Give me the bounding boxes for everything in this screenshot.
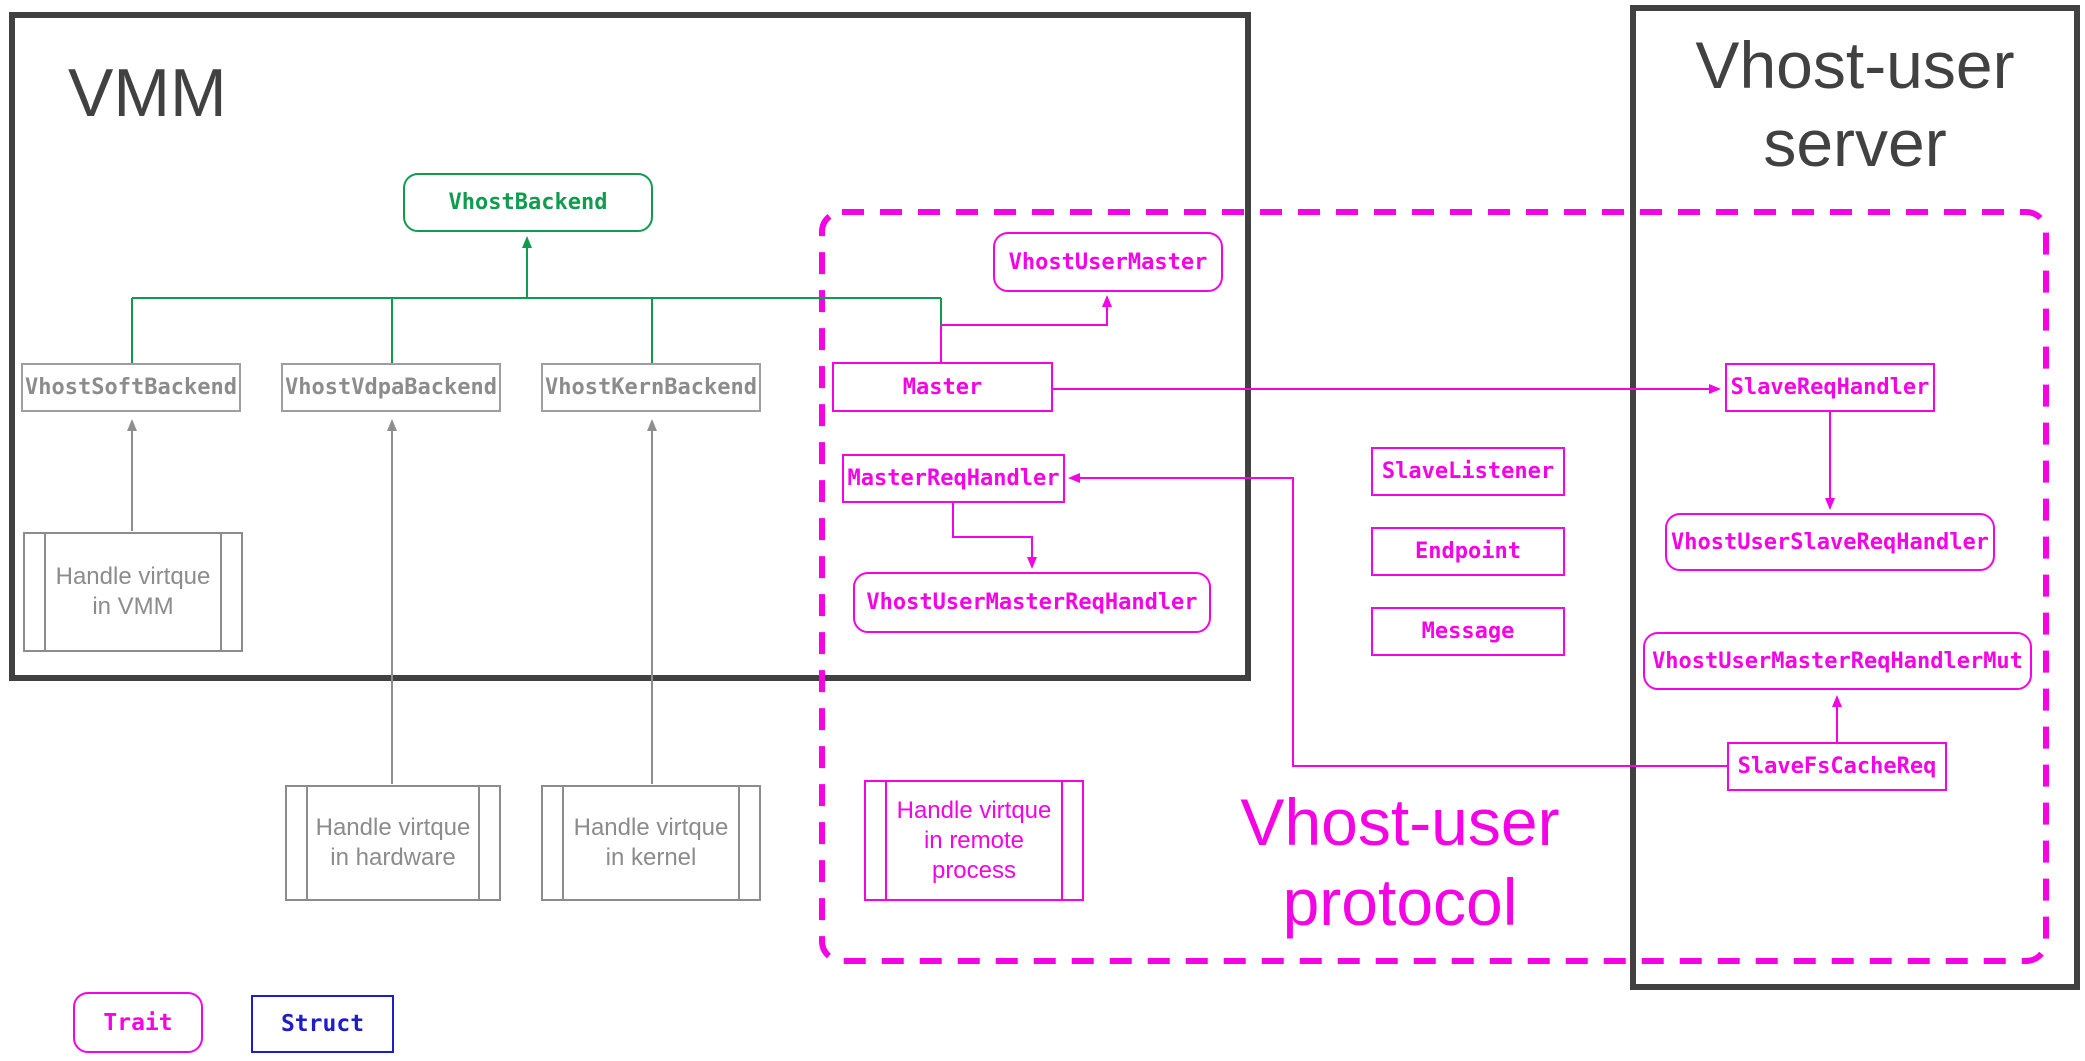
vhost-user-protocol-boundary	[819, 209, 2049, 964]
node-slavelistener: SlaveListener	[1371, 447, 1565, 496]
node-vhostusermaster: VhostUserMaster	[993, 232, 1223, 292]
node-handle-virtque-in-vmm: Handle virtque in VMM	[23, 532, 243, 652]
node-endpoint: Endpoint	[1371, 527, 1565, 576]
node-vhostusermasterreqhandlermut: VhostUserMasterReqHandlerMut	[1643, 632, 2032, 690]
node-vhostsoftbackend: VhostSoftBackend	[21, 363, 241, 412]
vmm-title: VMM	[68, 55, 227, 131]
node-vhostusermasterreqhandler: VhostUserMasterReqHandler	[853, 572, 1211, 633]
edge-slavefscachereq-to-masterreqhandler	[1068, 473, 1727, 767]
node-vhostbackend: VhostBackend	[403, 173, 653, 232]
node-message: Message	[1371, 607, 1565, 656]
vhost-user-server-title: Vhost-user server	[1695, 28, 2015, 180]
node-vhostkernbackend: VhostKernBackend	[541, 363, 761, 412]
node-slavefscachereq: SlaveFsCacheReq	[1727, 742, 1947, 791]
legend-trait: Trait	[73, 992, 203, 1053]
node-vhostvdpabackend: VhostVdpaBackend	[281, 363, 501, 412]
legend-struct: Struct	[251, 995, 394, 1053]
node-handle-virtque-in-hardware: Handle virtque in hardware	[285, 785, 501, 901]
node-slavereqhandler: SlaveReqHandler	[1725, 363, 1935, 412]
node-handle-virtque-in-remote-process: Handle virtque in remote process	[864, 780, 1084, 901]
edge-master-to-vhostusermaster	[941, 295, 1112, 326]
vmm-box	[9, 12, 1251, 681]
vhost-user-protocol-title: Vhost-user protocol	[1240, 785, 1560, 939]
edge-masterreqhandler-to-vhostusermasterreqhandler	[952, 503, 1037, 569]
node-master: Master	[832, 362, 1053, 412]
vhost-user-server-box	[1630, 5, 2080, 990]
node-masterreqhandler: MasterReqHandler	[842, 454, 1065, 503]
node-vhostuserslavereqhandler: VhostUserSlaveReqHandler	[1665, 513, 1995, 571]
node-handle-virtque-in-kernel: Handle virtque in kernel	[541, 785, 761, 901]
